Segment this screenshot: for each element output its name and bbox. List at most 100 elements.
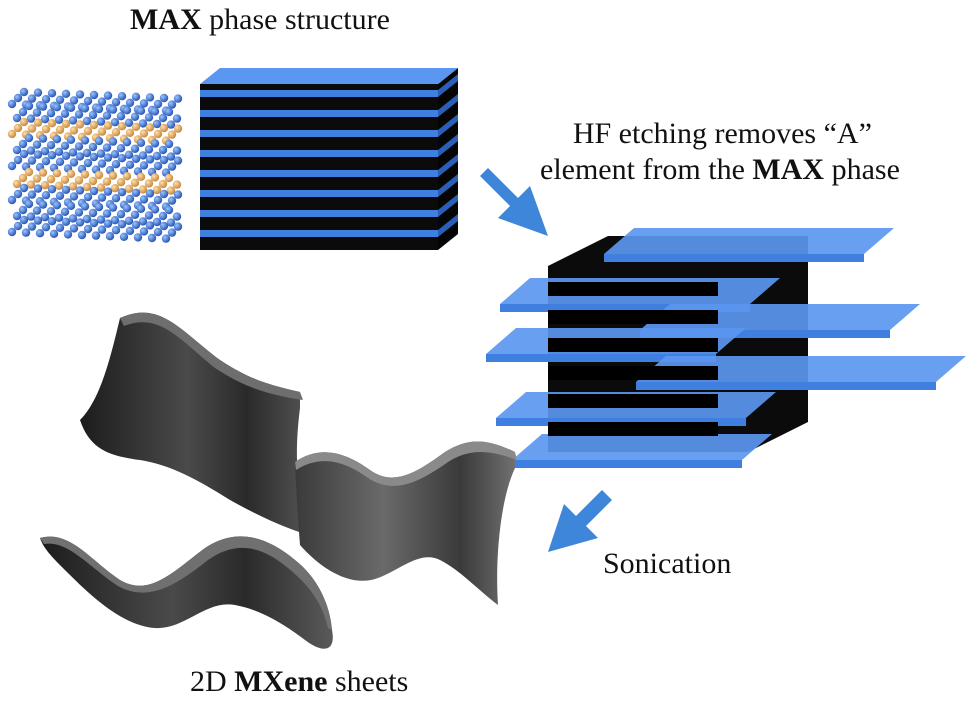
atom bbox=[166, 218, 176, 227]
atom bbox=[147, 233, 157, 243]
atom bbox=[172, 114, 182, 123]
atom bbox=[32, 174, 42, 183]
atom bbox=[27, 156, 37, 165]
atom bbox=[80, 136, 90, 145]
atom bbox=[19, 117, 29, 127]
max-stack-layer-side bbox=[438, 194, 458, 217]
atom bbox=[75, 90, 85, 99]
atom bbox=[49, 229, 59, 238]
atom bbox=[153, 161, 163, 171]
atom bbox=[150, 107, 160, 116]
atom bbox=[94, 104, 104, 114]
atom bbox=[167, 196, 177, 205]
atom bbox=[26, 180, 36, 189]
atom bbox=[172, 180, 182, 189]
atom bbox=[89, 152, 99, 162]
atom bbox=[139, 161, 149, 170]
atom bbox=[139, 129, 149, 138]
atom bbox=[52, 135, 62, 144]
atom bbox=[133, 233, 143, 242]
atom bbox=[38, 168, 48, 177]
atom bbox=[108, 203, 118, 212]
atom bbox=[12, 145, 22, 155]
atom bbox=[74, 208, 84, 217]
atom bbox=[164, 173, 174, 183]
atom bbox=[33, 88, 43, 97]
atom bbox=[159, 93, 169, 103]
atom bbox=[60, 109, 70, 119]
atom bbox=[41, 95, 51, 104]
atom bbox=[145, 93, 155, 102]
atom bbox=[125, 194, 135, 203]
atom bbox=[46, 207, 56, 216]
max-stack-layer-side bbox=[438, 214, 458, 237]
atom bbox=[125, 226, 135, 235]
atom bbox=[125, 128, 135, 137]
etched-sheet bbox=[512, 460, 742, 468]
atom bbox=[38, 102, 48, 111]
atom bbox=[82, 182, 92, 192]
atom bbox=[55, 125, 65, 134]
atom bbox=[111, 226, 121, 235]
atom bbox=[19, 149, 29, 159]
atom bbox=[24, 101, 34, 111]
atom bbox=[83, 158, 93, 168]
atom bbox=[167, 162, 177, 171]
atom bbox=[96, 183, 106, 192]
atom bbox=[131, 154, 141, 163]
etched-layered-stack bbox=[486, 228, 966, 468]
atom bbox=[18, 173, 28, 183]
atom bbox=[32, 206, 42, 215]
mxene-label-suffix: sheets bbox=[327, 665, 409, 698]
atom bbox=[47, 217, 57, 226]
atom bbox=[125, 160, 135, 169]
atom bbox=[150, 139, 160, 148]
atom bbox=[61, 185, 71, 194]
max-stack-layer-side bbox=[438, 174, 458, 197]
etched-sheet bbox=[636, 382, 936, 390]
atom bbox=[47, 151, 57, 160]
atom bbox=[41, 223, 51, 232]
atom bbox=[173, 222, 183, 231]
atom bbox=[80, 104, 90, 113]
atom bbox=[68, 148, 78, 157]
atom bbox=[55, 95, 65, 105]
atom bbox=[75, 152, 85, 161]
atom bbox=[13, 189, 23, 199]
atom bbox=[130, 112, 140, 122]
atom bbox=[88, 110, 98, 120]
atom bbox=[167, 228, 177, 237]
atom bbox=[131, 220, 141, 229]
arrow-down-right-icon bbox=[480, 168, 548, 236]
max-phase-label-bold: MAX bbox=[130, 3, 202, 36]
atom bbox=[7, 129, 17, 139]
atom bbox=[91, 231, 101, 240]
atom bbox=[158, 179, 168, 189]
atom bbox=[82, 148, 92, 158]
max-stack-layer-side bbox=[438, 114, 458, 137]
max-stack-layer bbox=[200, 190, 438, 197]
max-stack-front bbox=[200, 84, 438, 250]
atom bbox=[103, 91, 113, 100]
atom bbox=[83, 224, 93, 234]
atom bbox=[40, 147, 50, 156]
atom bbox=[164, 107, 174, 117]
atom bbox=[26, 212, 36, 221]
atom bbox=[96, 117, 106, 126]
hf-etching-label: HF etching removes “A” element from the … bbox=[540, 116, 900, 188]
atom bbox=[172, 146, 182, 155]
atom bbox=[103, 121, 113, 130]
atom bbox=[89, 218, 99, 228]
etched-sheet-top bbox=[636, 356, 966, 382]
atom bbox=[74, 176, 84, 185]
atom bbox=[167, 100, 177, 109]
etched-sheet bbox=[640, 330, 890, 338]
atom bbox=[66, 135, 76, 144]
atom bbox=[69, 158, 79, 167]
max-phase-stack bbox=[200, 68, 458, 250]
max-atomic-structure bbox=[7, 87, 183, 243]
atom bbox=[55, 191, 65, 200]
atom bbox=[110, 150, 120, 159]
atom bbox=[7, 99, 17, 109]
atom bbox=[46, 141, 56, 150]
